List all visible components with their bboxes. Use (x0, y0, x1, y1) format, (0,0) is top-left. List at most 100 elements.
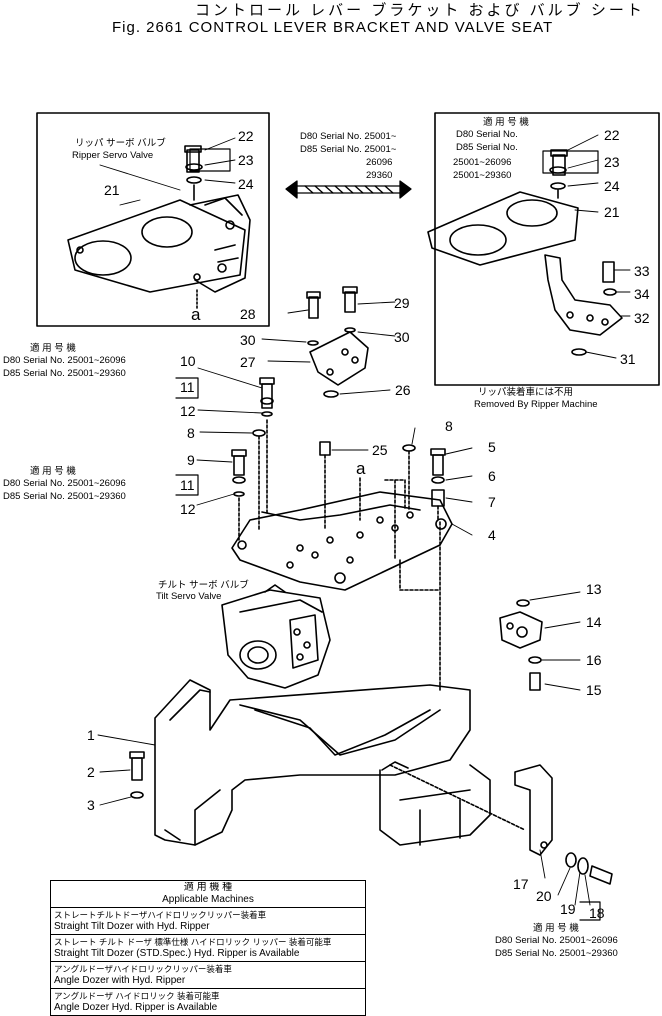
right-box-serial-range-1: 25001~26096 (453, 157, 512, 168)
right-box-serial-label-1: D80 Serial No. (456, 129, 518, 140)
table-row-jp: ストレートチルトドーザハイドロリックリッパー装着車 (54, 910, 267, 920)
side-note-2-line2: D85 Serial No. 25001~29360 (3, 491, 126, 502)
right-plate (427, 134, 631, 359)
side-note-2-header: 適 用 号 機 (30, 466, 76, 477)
part-callout: 33 (634, 263, 650, 279)
part-callout: 9 (187, 452, 195, 468)
right-box-header-jp: 適 用 号 機 (483, 117, 529, 128)
right-box-serial-label-2: D85 Serial No. (456, 142, 518, 153)
table-header-jp: 適 用 機 種 (183, 882, 233, 893)
ripper-servo-valve-label-jp: リッパ サーボ バルブ (75, 138, 166, 149)
right-box-footer-en: Removed By Ripper Machine (474, 399, 598, 410)
part-callout: 22 (604, 127, 620, 143)
ripper-servo-valve-label-en: Ripper Servo Valve (72, 150, 154, 161)
bottom-note-line2: D85 Serial No. 25001~29360 (495, 948, 618, 959)
part-callout: 15 (586, 682, 602, 698)
bracket-box-23-left (189, 148, 231, 172)
part-callout: 1 (87, 727, 95, 743)
callout-a-left: a (191, 305, 201, 324)
part-callout: 18 (589, 905, 605, 921)
side-note-2-line1: D80 Serial No. 25001~26096 (3, 478, 126, 489)
applicable-machines-table: 適 用 機 種 Applicable Machines ストレートチルトドーザハ… (50, 880, 366, 1016)
table-row-en: Angle Dozer Hyd. Ripper is Available (54, 1002, 218, 1013)
part-callout: 12 (180, 501, 196, 517)
part-callout: 25 (372, 442, 388, 458)
bracket-17 (514, 764, 613, 921)
part-callout: 21 (604, 204, 620, 220)
part-callout: 31 (620, 351, 636, 367)
left-inset-box (36, 112, 270, 327)
bracket-box-11a (175, 377, 199, 399)
table-row-jp: アングルドーザハイドロリックリッパー装着車 (54, 964, 232, 974)
middle-serial-line3: 26096 (366, 157, 393, 168)
part-callout: 17 (513, 876, 529, 892)
table-row-jp: ストレート チルト ドーザ 標準仕様 ハイドロリック リッパー 装着可能車 (54, 937, 332, 947)
part-callout: 20 (536, 888, 552, 904)
part-callout: 21 (104, 182, 120, 198)
lever-bracket (97, 519, 526, 846)
part-callout: 12 (180, 403, 196, 419)
right-inset-box (434, 112, 660, 386)
middle-serial-line4: 29360 (366, 170, 393, 181)
part-callout: 14 (586, 614, 602, 630)
right-box-footer-jp: リッパ装着車には不用 (478, 387, 574, 398)
part-callout: 29 (394, 295, 410, 311)
small-plate (261, 286, 396, 398)
bracket-box-23-right (542, 150, 599, 174)
bolt-2 (99, 751, 145, 806)
tilt-servo-valve-label-jp: チルト サーボ バルブ (158, 580, 249, 591)
part-callout: 30 (394, 329, 410, 345)
table-row-en: Straight Tilt Dozer with Hyd. Ripper (54, 921, 210, 932)
callout-a-center: a (356, 459, 366, 478)
part-callout: 5 (488, 439, 496, 455)
part-callout: 24 (604, 178, 620, 194)
part-callout: 22 (238, 128, 254, 144)
part-callout: 27 (240, 354, 256, 370)
table-header-en: Applicable Machines (162, 894, 254, 905)
middle-serial-line1: D80 Serial No. 25001~ (300, 131, 397, 142)
part-callout: 4 (488, 527, 496, 543)
table-row: アングルドーザハイドロリックリッパー装着車 Angle Dozer with H… (51, 961, 365, 988)
table-row-en: Angle Dozer with Hyd. Ripper (54, 975, 186, 986)
tilt-servo-valve-label-en: Tilt Servo Valve (156, 591, 222, 602)
part-callout: 23 (238, 152, 254, 168)
tilt-servo-valve (221, 584, 331, 689)
side-note-1-header: 適 用 号 機 (30, 343, 76, 354)
part-callout: 24 (238, 176, 254, 192)
table-row: アングルドーザ ハイドロリック 装着可能車 Angle Dozer Hyd. R… (51, 988, 365, 1015)
part-callout: 32 (634, 310, 650, 326)
part-callout: 30 (240, 332, 256, 348)
part-callout: 6 (488, 468, 496, 484)
part-callout: 26 (395, 382, 411, 398)
part-callout: 28 (240, 306, 256, 322)
title-japanese: コントロール レバー ブラケット および バルブ シート (195, 2, 645, 19)
part-callout: 3 (87, 797, 95, 813)
part-callout: 10 (180, 353, 196, 369)
bottom-note-header: 適 用 号 機 (533, 923, 579, 934)
table-row-en: Straight Tilt Dozer (STD.Spec.) Hyd. Rip… (54, 948, 300, 959)
part-callout: 13 (586, 581, 602, 597)
part-callout: 16 (586, 652, 602, 668)
part-callout: 7 (488, 494, 496, 510)
part-callout: 19 (560, 901, 576, 917)
side-note-1-line2: D85 Serial No. 25001~29360 (3, 368, 126, 379)
table-row: ストレート チルト ドーザ 標準仕様 ハイドロリック リッパー 装着可能車 St… (51, 934, 365, 961)
bottom-note-line1: D80 Serial No. 25001~26096 (495, 935, 618, 946)
part-callout: 23 (604, 154, 620, 170)
figure-title: Fig. 2661 CONTROL LEVER BRACKET AND VALV… (112, 19, 554, 36)
part-callout: 34 (634, 286, 650, 302)
middle-serial-line2: D85 Serial No. 25001~ (300, 144, 397, 155)
part-callout: 8 (445, 418, 453, 434)
part-callout: 8 (187, 425, 195, 441)
right-box-serial-range-2: 25001~29360 (453, 170, 512, 181)
bracket-13-16 (499, 591, 581, 691)
table-header: 適 用 機 種 Applicable Machines (51, 881, 365, 907)
table-row: ストレートチルトドーザハイドロリックリッパー装着車 Straight Tilt … (51, 907, 365, 934)
left-plate (67, 137, 251, 311)
part-callout: 2 (87, 764, 95, 780)
bracket-box-11b (175, 474, 199, 496)
valve-seat-plate (196, 367, 473, 591)
part-callout: 11 (180, 379, 195, 395)
